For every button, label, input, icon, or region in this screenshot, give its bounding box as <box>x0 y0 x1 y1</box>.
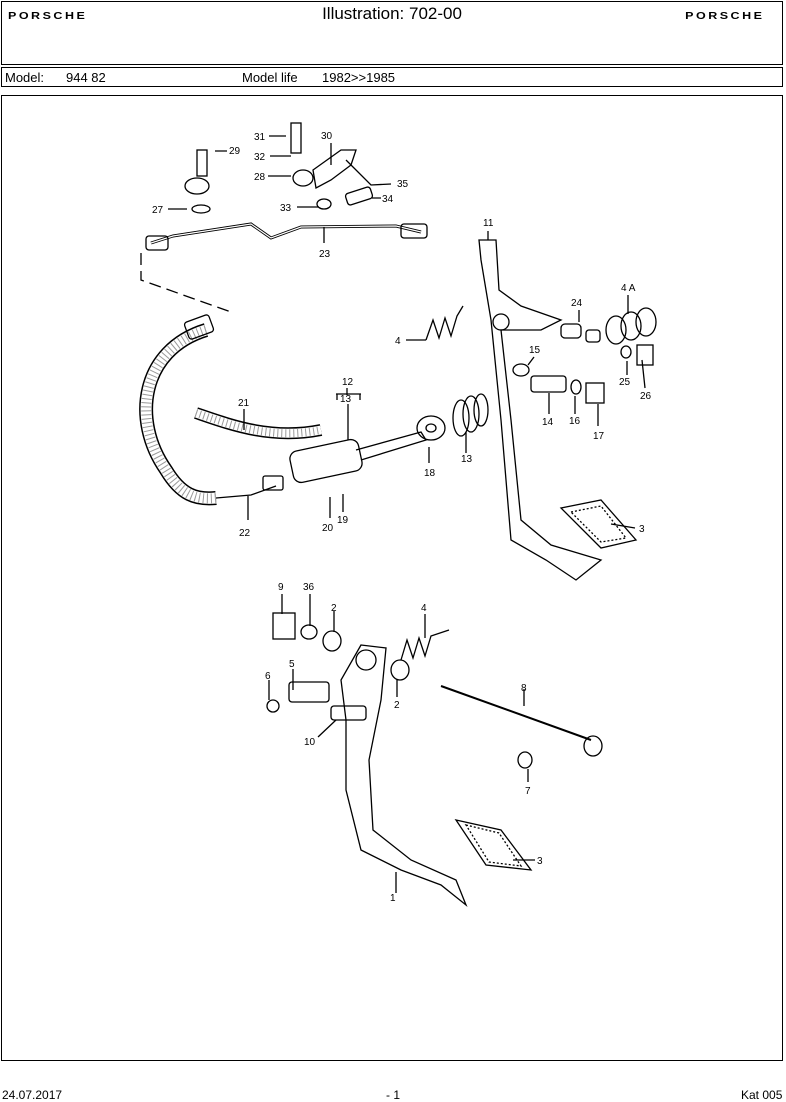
callout-label: 34 <box>382 194 394 205</box>
callout-label: 4 <box>395 336 401 347</box>
callout-label: 8 <box>521 683 527 694</box>
callout-label: 21 <box>238 398 250 409</box>
callout-label: 4 <box>421 603 427 614</box>
callout-label: 35 <box>397 179 409 190</box>
brand-logo-left: PORSCHE <box>8 11 88 22</box>
callout-label: 31 <box>254 132 266 143</box>
callout-label: 26 <box>640 391 652 402</box>
brand-logo-right: PORSCHE <box>684 11 764 22</box>
callout-label: 9 <box>278 582 284 593</box>
callout-label: 36 <box>303 582 315 593</box>
callout-label: 3 <box>537 856 543 867</box>
callout-label: 32 <box>254 152 266 163</box>
callout-label: 28 <box>254 172 266 183</box>
callout-label: 1 <box>390 893 396 904</box>
callout-label: 4 A <box>621 283 636 294</box>
callout-label: 16 <box>569 416 581 427</box>
callout-label: 13 <box>461 454 473 465</box>
callout-label: 13 <box>340 394 352 405</box>
callout-label: 27 <box>152 205 164 216</box>
callout-label: 2 <box>394 700 400 711</box>
callout-label: 10 <box>304 737 316 748</box>
callout-label: 6 <box>265 671 271 682</box>
callout-label: 25 <box>619 377 631 388</box>
callout-label: 19 <box>337 515 349 526</box>
model-value: 944 82 <box>66 70 106 85</box>
callout-label: 15 <box>529 345 541 356</box>
callout-label: 5 <box>289 659 295 670</box>
model-bar: Model: 944 82 Model life 1982>>1985 <box>1 67 783 87</box>
callout-label: 30 <box>321 131 333 142</box>
footer-page: - 1 <box>386 1088 401 1102</box>
callout-label: 12 <box>342 377 354 388</box>
footer-catalog: Kat 005 <box>741 1088 783 1102</box>
callout-label: 22 <box>239 528 251 539</box>
footer-date: 24.07.2017 <box>2 1088 63 1102</box>
header-box: PORSCHE Illustration: 702-00 PORSCHE <box>1 1 783 65</box>
callout-label: 17 <box>593 431 605 442</box>
callout-label: 3 <box>639 524 645 535</box>
callout-label: 7 <box>525 786 531 797</box>
callout-label: 33 <box>280 203 292 214</box>
model-life-label: Model life <box>242 70 298 85</box>
model-label: Model: <box>5 70 45 85</box>
callout-label: 18 <box>424 468 436 479</box>
callout-label: 23 <box>319 249 331 260</box>
callout-label: 11 <box>483 218 494 229</box>
callout-label: 29 <box>229 146 241 157</box>
illustration-title: Illustration: 702-00 <box>322 4 462 23</box>
callout-label: 14 <box>542 417 554 428</box>
callout-label: 20 <box>322 523 334 534</box>
callout-label: 24 <box>571 298 583 309</box>
model-life-value: 1982>>1985 <box>322 70 396 85</box>
callout-label: 2 <box>331 603 337 614</box>
